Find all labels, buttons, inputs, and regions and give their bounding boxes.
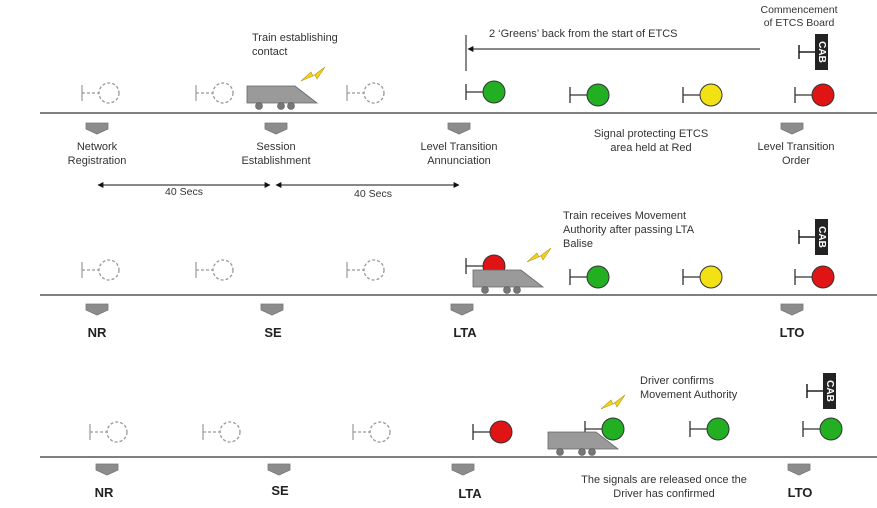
balise-marker	[95, 463, 119, 476]
marker-label-network-registration-2: Registration	[67, 155, 127, 167]
commencement-label-line-1: Commencement	[760, 4, 838, 16]
inactive-signal	[81, 82, 120, 104]
cab-label: CAB	[816, 41, 827, 63]
inactive-signal	[89, 421, 128, 443]
balise-marker	[450, 303, 474, 316]
signal-yellow	[682, 265, 723, 289]
train-note-line-2: Authority after passing LTA	[563, 224, 695, 236]
signal-green	[569, 83, 610, 107]
train-note-line-1: Train receives Movement	[563, 210, 687, 222]
driver-note-line-1: Driver confirms	[640, 375, 714, 387]
marker-label-nr: NR	[94, 485, 114, 500]
greens-note: 2 ‘Greens’ back from the start of ETCS	[489, 28, 678, 40]
inactive-signal	[352, 421, 391, 443]
held-note-line-1: Signal protecting ETCS	[593, 128, 709, 140]
duration-label-1: 40 Secs	[165, 186, 203, 198]
inactive-signal	[195, 259, 234, 281]
balise-marker	[780, 122, 804, 135]
cab-board-panel-1: CAB	[798, 34, 828, 70]
driver-note-line-2: Movement Authority	[640, 389, 738, 401]
balise-marker	[451, 463, 475, 476]
train-establishing-contact	[246, 85, 319, 110]
balise-marker	[85, 303, 109, 316]
marker-label-lt-annunciation-1: Level Transition	[420, 141, 498, 153]
balise-marker	[787, 463, 811, 476]
marker-label-lto: LTO	[787, 485, 813, 500]
signal-red	[472, 420, 513, 444]
radio-signal-icon	[526, 247, 552, 263]
radio-signal-icon	[600, 394, 626, 410]
inactive-signal	[346, 259, 385, 281]
marker-label-lt-order-1: Level Transition	[757, 141, 835, 153]
marker-label-lta: LTA	[458, 486, 482, 501]
balise-marker	[780, 303, 804, 316]
train-contact-line-2: contact	[252, 46, 288, 58]
signal-green	[569, 265, 610, 289]
cab-label: CAB	[824, 380, 835, 402]
inactive-signal	[346, 82, 385, 104]
signal-green	[465, 80, 506, 104]
train-contact-line-1: Train establishing	[252, 32, 338, 44]
marker-label-lt-order-2: Order	[781, 155, 811, 167]
signal-green	[802, 417, 843, 441]
signal-red	[794, 265, 835, 289]
released-note-line-1: The signals are released once the	[581, 474, 747, 486]
marker-label-nr: NR	[87, 325, 107, 340]
balise-marker	[264, 122, 288, 135]
marker-label-lt-annunciation-2: Annunciation	[427, 155, 491, 167]
inactive-signal	[195, 82, 234, 104]
balise-marker	[85, 122, 109, 135]
held-note-line-2: area held at Red	[610, 142, 692, 154]
train-note-line-3: Balise	[563, 238, 593, 250]
marker-label-se: SE	[271, 483, 289, 498]
marker-label-se: SE	[264, 325, 282, 340]
cab-board-panel-3: CAB	[806, 373, 836, 409]
released-note-line-2: Driver has confirmed	[613, 488, 715, 500]
inactive-signal	[81, 259, 120, 281]
radio-signal-icon	[300, 66, 326, 82]
balise-marker	[447, 122, 471, 135]
cab-board-panel-2: CAB	[798, 219, 828, 255]
inactive-signal	[202, 421, 241, 443]
cab-label: CAB	[816, 226, 827, 248]
train-after-confirmation	[547, 431, 620, 456]
marker-label-lta: LTA	[453, 325, 477, 340]
train-passing-lta	[472, 269, 545, 294]
balise-marker	[267, 463, 291, 476]
signal-yellow	[682, 83, 723, 107]
signal-green	[584, 417, 625, 441]
signal-red	[794, 83, 835, 107]
marker-label-session-establishment-1: Session	[256, 141, 296, 153]
signal-green	[689, 417, 730, 441]
marker-label-session-establishment-2: Establishment	[241, 155, 311, 167]
commencement-label-line-2: of ETCS Board	[763, 17, 835, 29]
duration-label-2: 40 Secs	[354, 188, 392, 200]
balise-marker	[260, 303, 284, 316]
marker-label-lto: LTO	[779, 325, 805, 340]
marker-label-network-registration-1: Network	[76, 141, 118, 153]
